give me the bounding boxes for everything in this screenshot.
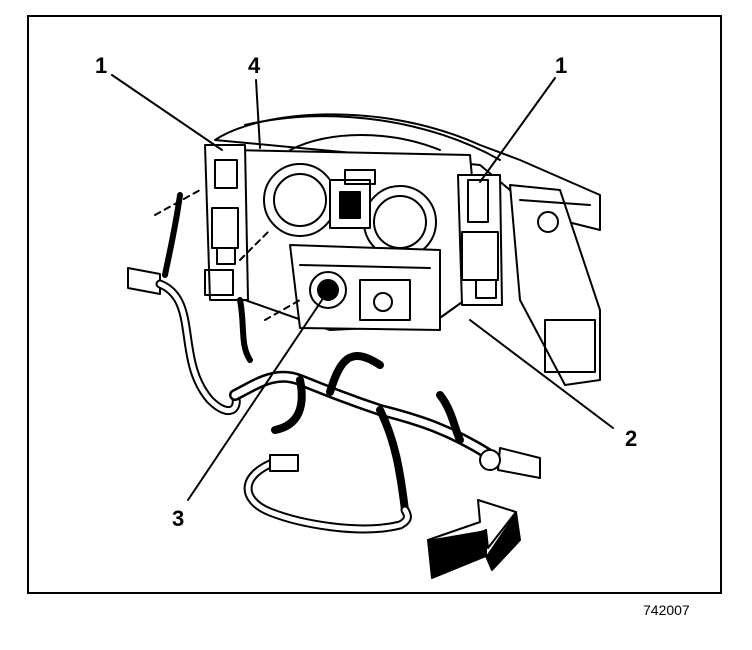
leader-3 [187,299,323,501]
figure-id: 742007 [643,602,690,618]
callout-1-right: 1 [555,53,568,78]
leader-1-left [111,74,223,151]
leader-4 [255,79,261,149]
callout-2: 2 [625,426,638,451]
leader-1-right [479,77,556,183]
callout-3: 3 [172,506,185,531]
direction-arrow-icon [427,499,521,579]
callout-1-left: 1 [95,53,108,78]
right-connector [497,447,541,479]
leader-2 [469,319,614,429]
lower-harness-loop [243,457,412,534]
callout-4: 4 [248,53,261,78]
left-connector [127,267,161,295]
